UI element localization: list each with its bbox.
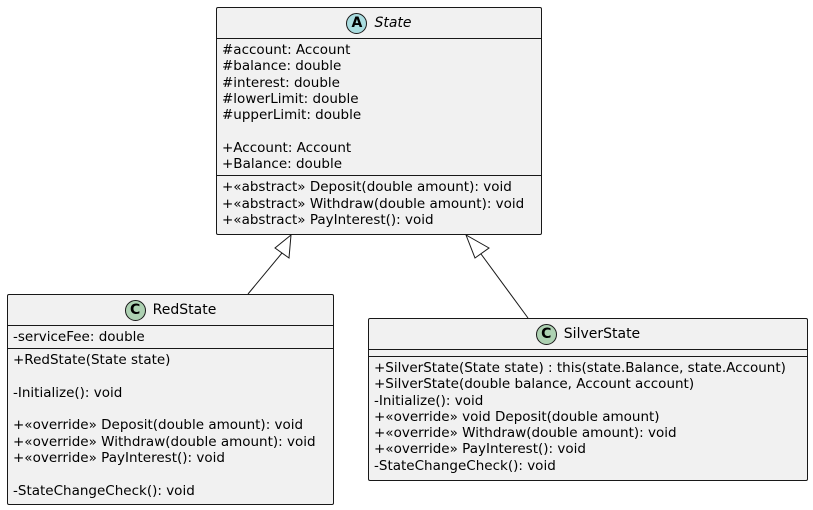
method: -StateChangeCheck(): void <box>13 482 195 499</box>
method: +SilverState(State state) : this(state.B… <box>374 360 786 376</box>
methods-section: +RedState(State state) -Initialize(): vo… <box>8 349 333 502</box>
class-name: SilverState <box>563 326 641 342</box>
silver-inherits-state-arrowhead <box>465 233 490 259</box>
red-inherits-state-line <box>247 252 283 295</box>
method: +«override» Deposit(double amount): void <box>13 417 304 434</box>
method: +«override» void Deposit(double amount) <box>374 408 660 425</box>
silver-inherits-state-line <box>480 253 529 319</box>
state-class-box: A State #account: Account #balance: doub… <box>216 7 542 235</box>
fields-section: -serviceFee: double <box>8 326 333 350</box>
red-inherits-state-arrowhead <box>274 233 292 259</box>
property: +Balance: double <box>222 156 343 173</box>
methods-section: +SilverState(State state) : this(state.B… <box>369 357 807 477</box>
method: -Initialize(): void <box>13 384 123 401</box>
redstate-class-box: C RedState -serviceFee: double +RedState… <box>7 294 334 505</box>
property: +Account: Account <box>222 139 352 156</box>
class-icon: C <box>535 323 557 345</box>
field: #balance: double <box>222 58 342 75</box>
method: +«abstract» PayInterest(): void <box>222 211 434 228</box>
class-icon: C <box>124 299 146 321</box>
silverstate-class-box: C SilverState +SilverState(State state) … <box>368 318 808 481</box>
method: -StateChangeCheck(): void <box>374 457 556 474</box>
field: -serviceFee: double <box>13 329 145 345</box>
fields-section: #account: Account #balance: double #inte… <box>217 39 541 177</box>
class-name: State <box>374 15 412 31</box>
method: +RedState(State state) <box>13 352 171 369</box>
class-header: C RedState <box>8 295 333 326</box>
method: +«abstract» Withdraw(double amount): voi… <box>222 195 525 212</box>
method: +«abstract» Deposit(double amount): void <box>222 179 512 196</box>
method-spacer <box>13 369 328 385</box>
field: #upperLimit: double <box>222 107 362 124</box>
field: #interest: double <box>222 74 340 91</box>
method: +«override» PayInterest(): void <box>13 450 225 467</box>
abstract-class-icon: A <box>346 12 368 34</box>
field: #lowerLimit: double <box>222 90 359 107</box>
field-spacer <box>222 123 536 139</box>
method: +«override» PayInterest(): void <box>374 441 586 458</box>
fields-section <box>369 350 807 357</box>
method: +SilverState(double balance, Account acc… <box>374 376 695 393</box>
class-header: C SilverState <box>369 319 807 350</box>
field: #account: Account <box>222 42 351 58</box>
class-name: RedState <box>152 302 217 318</box>
method-spacer <box>13 401 328 417</box>
method: +«override» Withdraw(double amount): voi… <box>13 433 316 450</box>
method-spacer <box>13 466 328 482</box>
method: +«override» Withdraw(double amount): voi… <box>374 425 677 442</box>
methods-section: +«abstract» Deposit(double amount): void… <box>217 176 541 231</box>
method: -Initialize(): void <box>374 392 484 409</box>
class-header: A State <box>217 8 541 39</box>
